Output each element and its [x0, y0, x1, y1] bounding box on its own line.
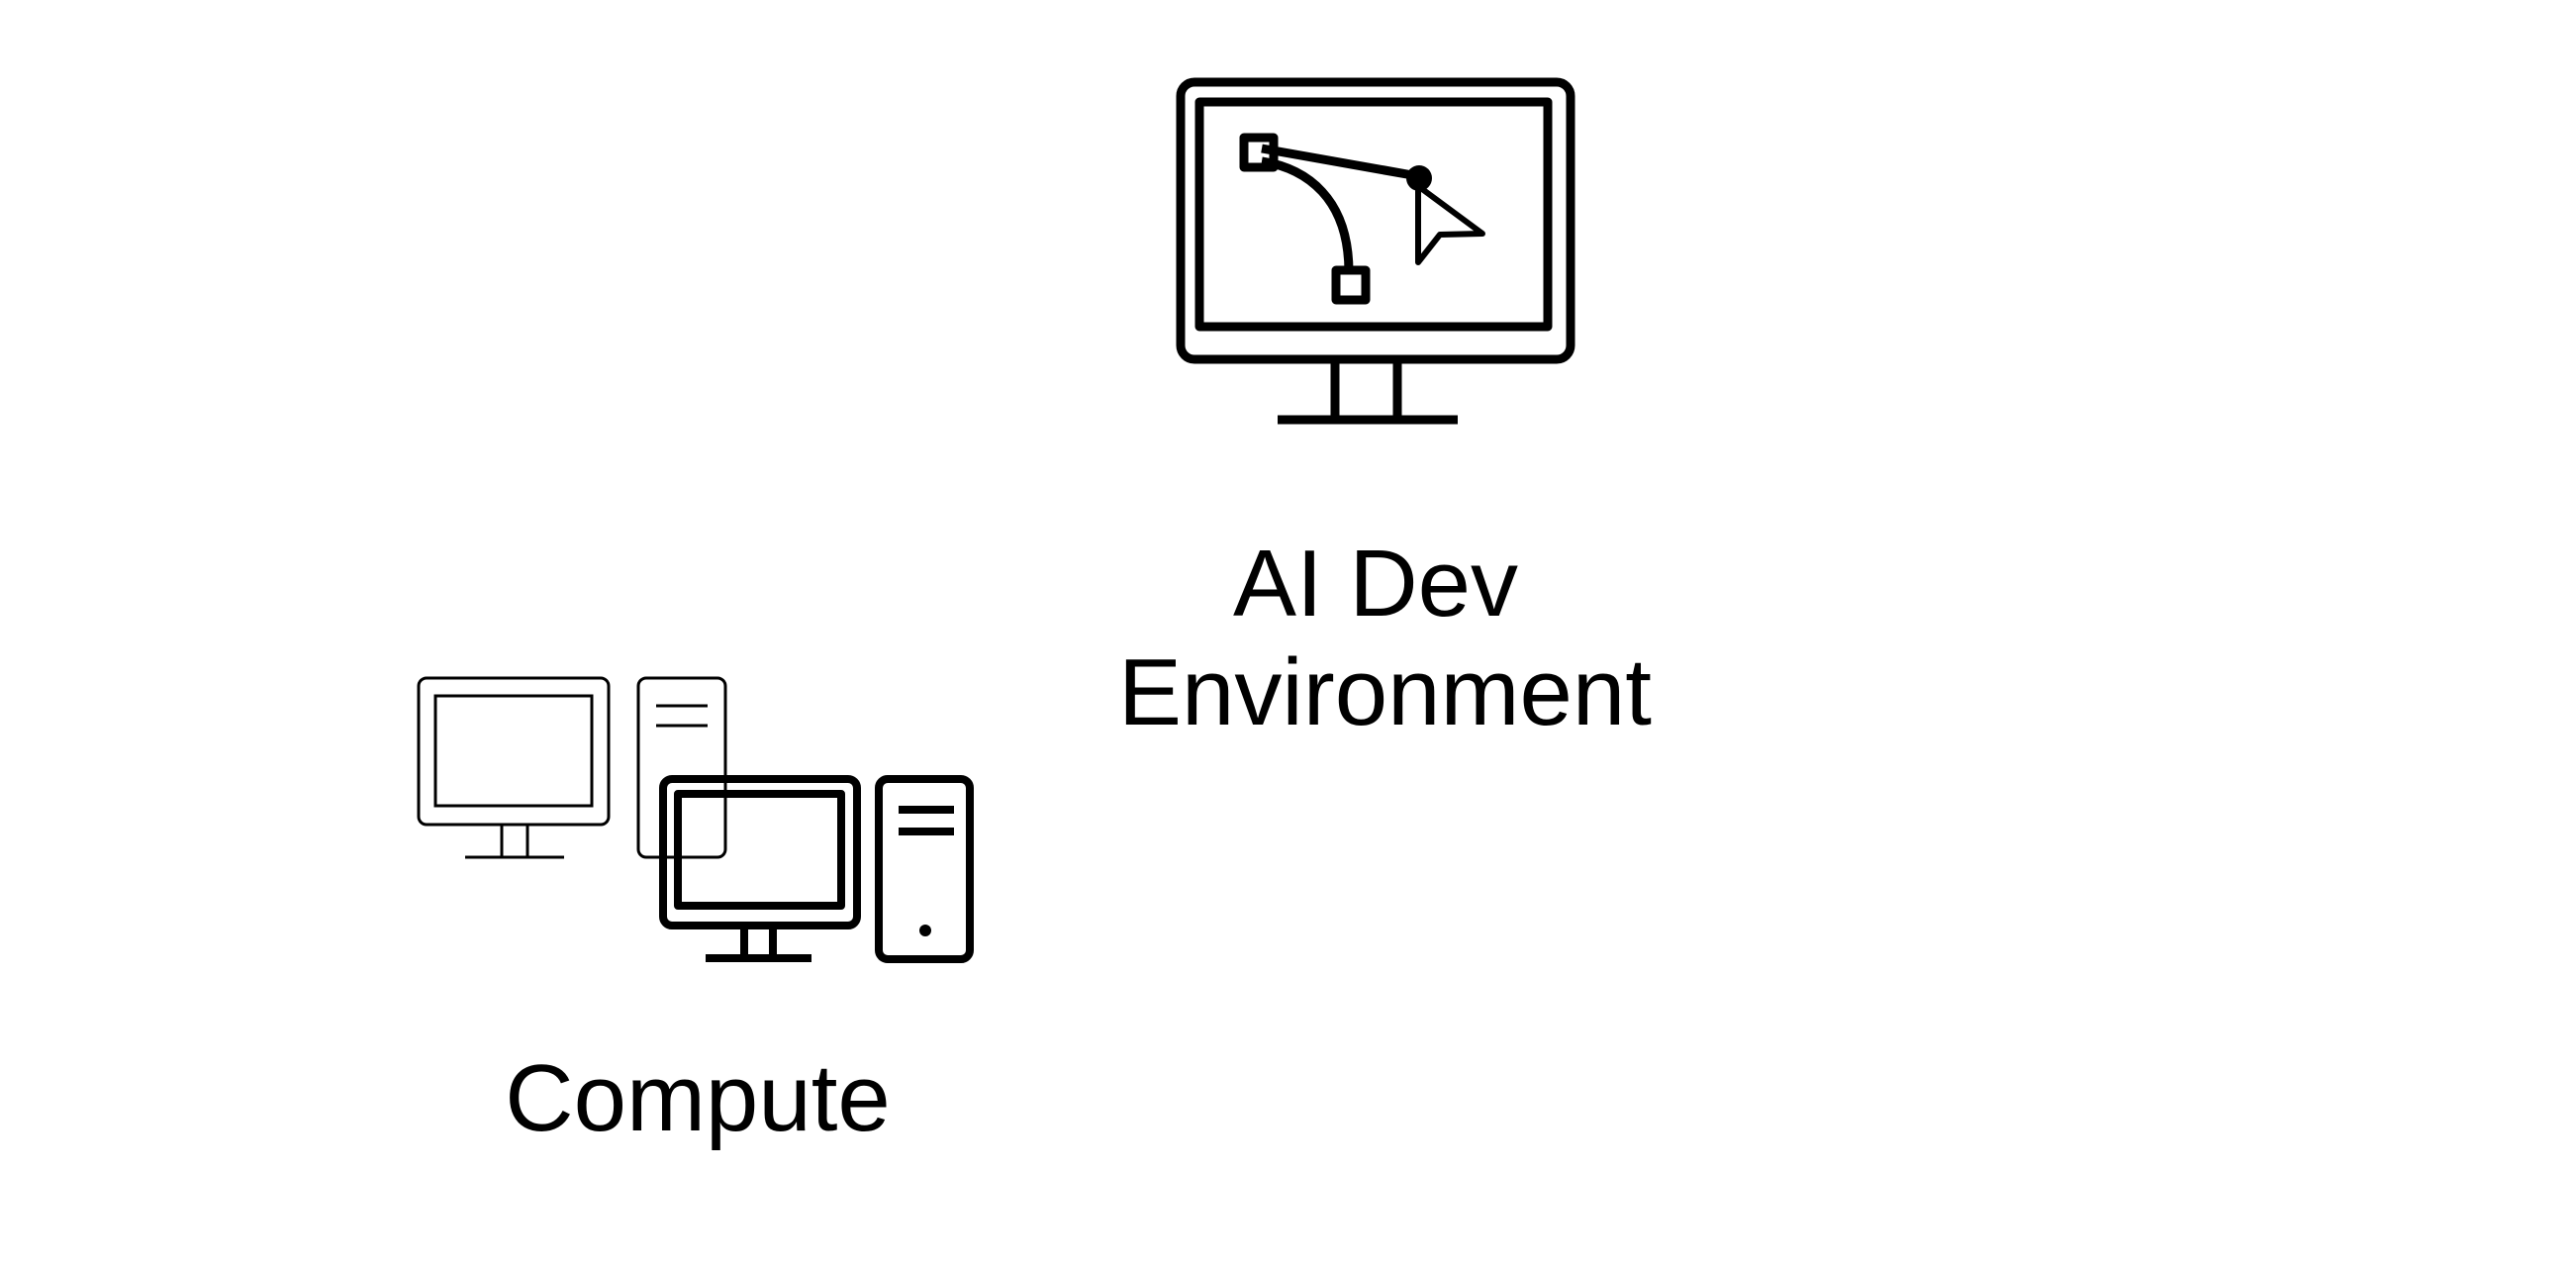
monitor-bezier-pen-icon [1176, 77, 1575, 425]
anchor-point-icon [1331, 265, 1371, 305]
control-point-icon [1406, 165, 1432, 191]
cursor-arrow-icon [1415, 183, 1485, 265]
monitor-screen-icon [1194, 97, 1553, 332]
front-monitor-icon [659, 775, 861, 962]
compute-label: Compute [470, 1044, 925, 1153]
anchor-point-icon [1239, 133, 1279, 172]
desktop-computers-icon [417, 676, 974, 963]
monitor-bezel-icon [1176, 77, 1575, 364]
front-tower-icon [875, 775, 974, 963]
power-button-icon [919, 925, 931, 936]
compute-node: Compute [411, 668, 1004, 1163]
ai-dev-environment-label: AI Dev Environment [1118, 530, 1652, 747]
back-monitor-icon [417, 676, 611, 859]
label-line: Environment [1118, 639, 1652, 745]
label-line: Compute [505, 1045, 891, 1151]
ai-dev-environment-node: AI Dev Environment [1118, 69, 1752, 745]
label-line: AI Dev [1232, 531, 1519, 636]
